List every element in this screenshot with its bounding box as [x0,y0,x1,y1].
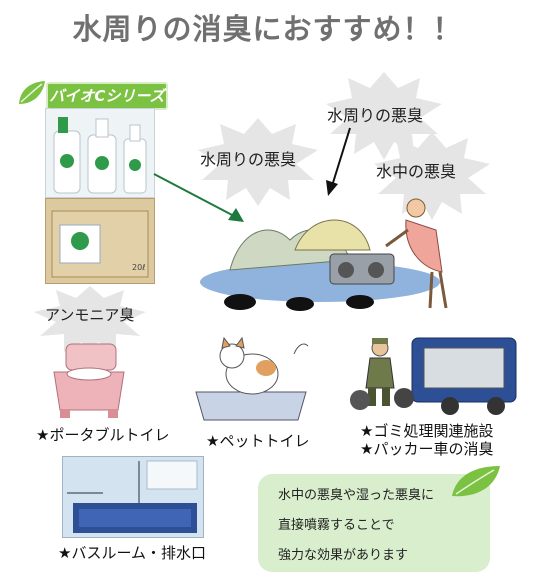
burst-ammonia [34,286,146,356]
use-caption-bathroom: ★バスルーム・排水口 [58,544,206,562]
odor-label-in-water: 水中の悪臭 [376,162,457,181]
use-caption-pet-toilet: ★ペットトイレ [206,432,310,450]
bathroom-photo [62,456,204,538]
odor-label-water-area-1: 水周りの悪臭 [200,150,297,169]
odor-burst-shapes [34,72,490,356]
burst-in-water [374,132,490,220]
burst-water-area-1 [198,118,318,206]
product-bottles-photo [45,108,155,198]
odor-label-ammonia: アンモニア臭 [45,306,135,324]
leaf-icon [452,466,500,497]
effect-note-box [258,474,490,572]
leaf-icon [19,81,45,104]
garbage-truck-illustration [350,337,517,415]
green-arrow-icon [153,173,244,222]
burst-water-area-2 [326,72,442,160]
product-carton-photo: 20ℓ [45,198,155,284]
use-caption-portable-toilet: ★ポータブルトイレ [36,426,170,444]
page-title: 水周りの消臭におすすめ！！ [72,12,463,46]
use-caption-packer-truck: ★パッカー車の消臭 [360,440,494,458]
use-caption-garbage-facility: ★ゴミ処理関連施設 [360,422,494,440]
note-line-3: 強力な効果があります [278,548,409,563]
note-line-1: 水中の悪臭や湿った悪臭に [278,488,435,503]
odor-label-water-area-2: 水周りの悪臭 [327,106,424,125]
carton-volume-label: 20ℓ [132,263,146,272]
note-line-2: 直接噴霧することで [278,518,395,533]
pet-toilet-illustration [195,336,309,421]
portable-toilet-illustration [53,343,125,418]
garbage-scene-illustration [200,190,480,320]
